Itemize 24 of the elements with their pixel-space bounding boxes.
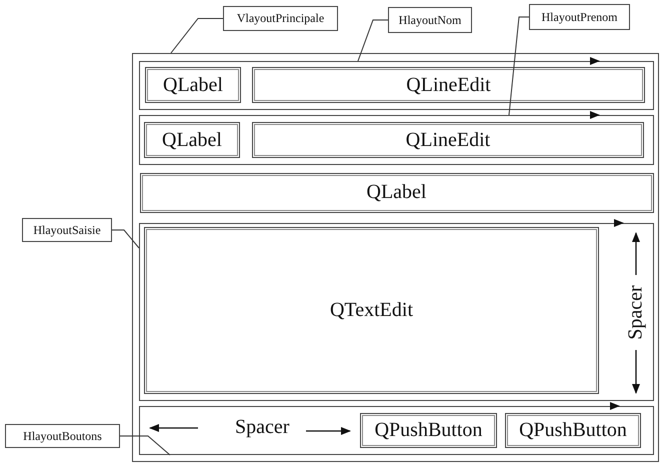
leader-line: [120, 436, 170, 456]
spacer-label: Spacer: [235, 416, 290, 438]
text-edit-widget: QTextEdit: [144, 227, 599, 394]
label-widget: QLabel: [140, 172, 654, 212]
leader-line: [170, 18, 224, 54]
callout-label: HlayoutBoutons: [5, 424, 120, 448]
line-edit-widget: QLineEdit: [252, 122, 644, 158]
label-widget: QLabel: [145, 67, 241, 103]
callout-label: HlayoutSaisie: [22, 218, 112, 242]
row-layout-frame: [138, 60, 654, 110]
outer-layout-frame: [132, 53, 659, 462]
label-widget: QLabel: [144, 122, 240, 158]
row-layout-frame: [138, 222, 654, 400]
push-button-widget: QPushButton: [360, 413, 497, 448]
callout-label: HlayoutNom: [388, 7, 472, 33]
callout-label: VlayoutPrincipale: [223, 6, 338, 31]
row-layout-frame: [138, 114, 654, 164]
callout-label: HlayoutPrenom: [529, 4, 630, 30]
spacer-label: Spacer: [624, 284, 648, 340]
row-layout-frame: [138, 406, 654, 454]
push-button-widget: QPushButton: [505, 413, 641, 448]
leader-line: [112, 230, 140, 248]
leader-line: [358, 20, 388, 62]
line-edit-widget: QLineEdit: [252, 67, 645, 103]
